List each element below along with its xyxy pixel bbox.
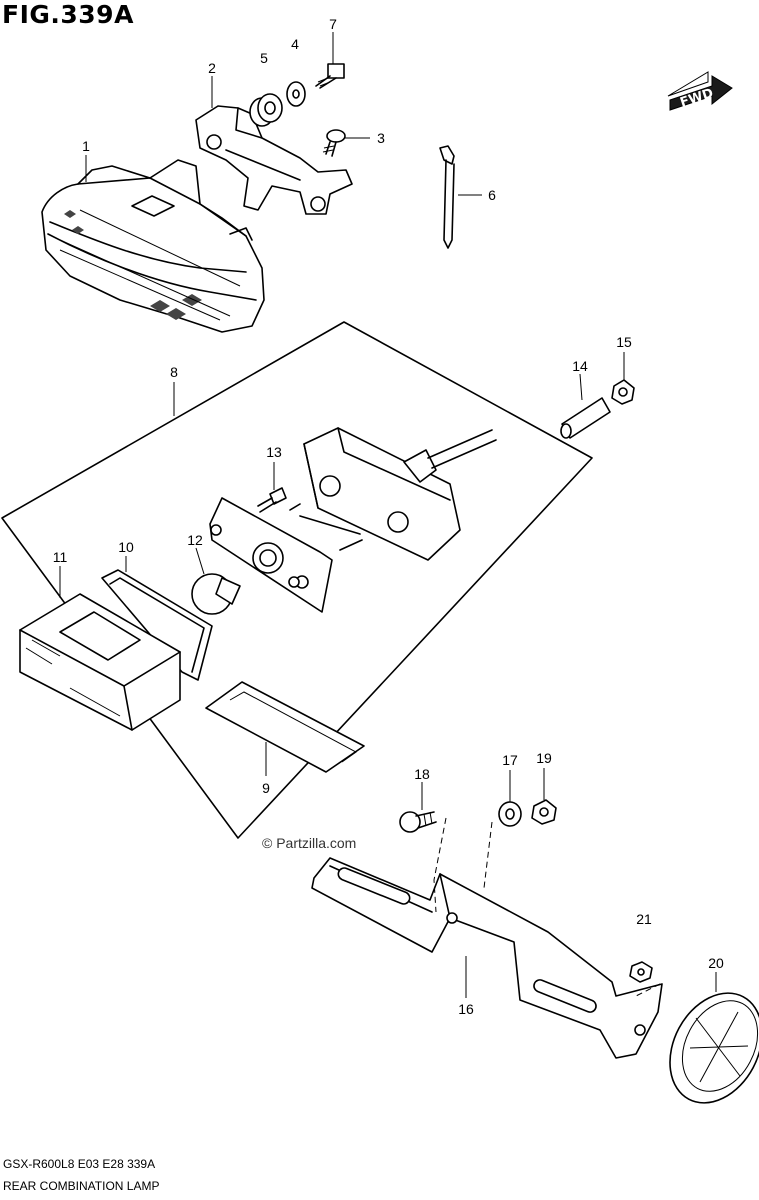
bolt-part-7 bbox=[315, 63, 345, 89]
spacer-part-14 bbox=[560, 397, 611, 439]
callout-12: 12 bbox=[187, 532, 203, 548]
watermark-text: © Partzilla.com bbox=[262, 835, 357, 851]
callout-16: 16 bbox=[458, 1001, 474, 1017]
callout-11: 11 bbox=[52, 549, 68, 565]
bulb-part-12 bbox=[191, 573, 241, 615]
callout-4: 4 bbox=[291, 36, 299, 52]
callout-6: 6 bbox=[488, 187, 496, 203]
license-lens-part-9 bbox=[205, 681, 365, 773]
rear-lamp-assembly-part-1 bbox=[41, 159, 265, 333]
callout-1: 1 bbox=[82, 138, 90, 154]
reflector-bracket-part-16 bbox=[311, 857, 663, 1059]
callout-2: 2 bbox=[208, 60, 216, 76]
nut-part-15 bbox=[611, 379, 635, 405]
figure-title: FIG.339A bbox=[2, 0, 134, 29]
dashed-assembly-line-18 bbox=[433, 817, 447, 913]
figure-caption: REAR COMBINATION LAMP bbox=[3, 1179, 160, 1193]
lamp-bracket-part-2 bbox=[195, 105, 353, 215]
screw-part-3 bbox=[322, 129, 346, 157]
callout-17: 17 bbox=[502, 752, 518, 768]
fwd-label: FWD bbox=[678, 86, 715, 111]
washer-part-4 bbox=[286, 81, 306, 107]
model-code-line: GSX-R600L8 E03 E28 339A bbox=[3, 1157, 156, 1171]
screw-part-13 bbox=[257, 487, 287, 513]
bolt-part-18 bbox=[399, 811, 437, 833]
grommet-part-5 bbox=[249, 93, 283, 127]
reflector-part-20 bbox=[669, 992, 759, 1104]
callout-13: 13 bbox=[266, 444, 282, 460]
callout-7: 7 bbox=[329, 16, 337, 32]
callout-leader-lines bbox=[59, 32, 717, 998]
callout-15: 15 bbox=[616, 334, 632, 350]
callout-14: 14 bbox=[572, 358, 588, 374]
nut-part-19 bbox=[531, 799, 557, 825]
callout-21: 21 bbox=[636, 911, 652, 927]
lamp-socket-plate bbox=[209, 497, 363, 613]
callout-3: 3 bbox=[377, 130, 385, 146]
dashed-assembly-line-17 bbox=[483, 821, 493, 889]
cable-tie-part-6 bbox=[439, 145, 455, 249]
nut-part-21 bbox=[629, 961, 653, 983]
fwd-arrow-icon: FWD bbox=[667, 71, 733, 111]
callout-20: 20 bbox=[708, 955, 724, 971]
callout-10: 10 bbox=[118, 539, 134, 555]
dashed-assembly-line-21 bbox=[635, 983, 661, 997]
license-lamp-housing-part-8 bbox=[303, 427, 497, 561]
callout-9: 9 bbox=[262, 780, 270, 796]
figure-footer: GSX-R600L8 E03 E28 339A REAR COMBINATION… bbox=[3, 1153, 159, 1197]
washer-part-17 bbox=[498, 801, 522, 827]
callout-5: 5 bbox=[260, 50, 268, 66]
callout-19: 19 bbox=[536, 750, 552, 766]
assembly-boundary-part-8 bbox=[1, 321, 593, 839]
lens-part-11 bbox=[19, 593, 181, 731]
callout-18: 18 bbox=[414, 766, 430, 782]
callout-8: 8 bbox=[170, 364, 178, 380]
